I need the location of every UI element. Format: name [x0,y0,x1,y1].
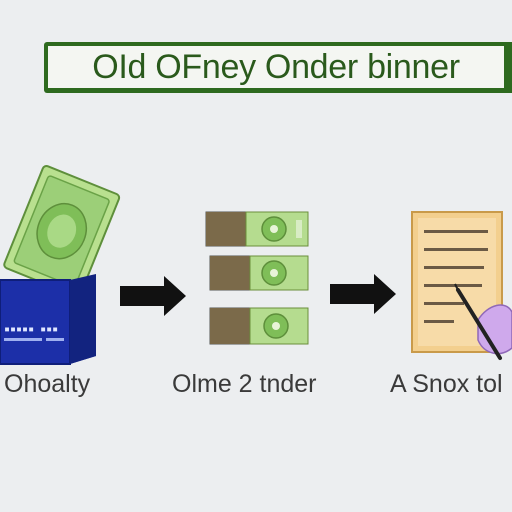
step-caption-3: A Snox tol [390,370,503,398]
title-banner-inner: OId OFney Onder binner [48,46,504,88]
cash-stack-illustration [205,211,309,345]
document-icon [411,211,503,353]
cash-box-illustration: ▪▪▪▪▪ ▪▪▪ [0,164,121,365]
step-caption-1: Ohoalty [4,370,91,398]
blue-box-icon: ▪▪▪▪▪ ▪▪▪ [0,274,96,365]
cash-bundle-icon [209,307,309,345]
page-title: OId OFney Onder binner [92,47,460,86]
step-caption-2: Olme 2 tnder [172,370,317,398]
pen-hand-icon [454,283,512,360]
cash-bundle-icon [209,255,309,291]
cash-bundle-icon [205,211,309,247]
arrow-right-icon [120,276,186,316]
document-signing-illustration [411,211,512,360]
cash-bill-icon [3,164,121,298]
box-label: ▪▪▪▪▪ ▪▪▪ [4,324,58,335]
arrow-right-icon [330,274,396,314]
title-banner: OId OFney Onder binner [44,42,512,93]
